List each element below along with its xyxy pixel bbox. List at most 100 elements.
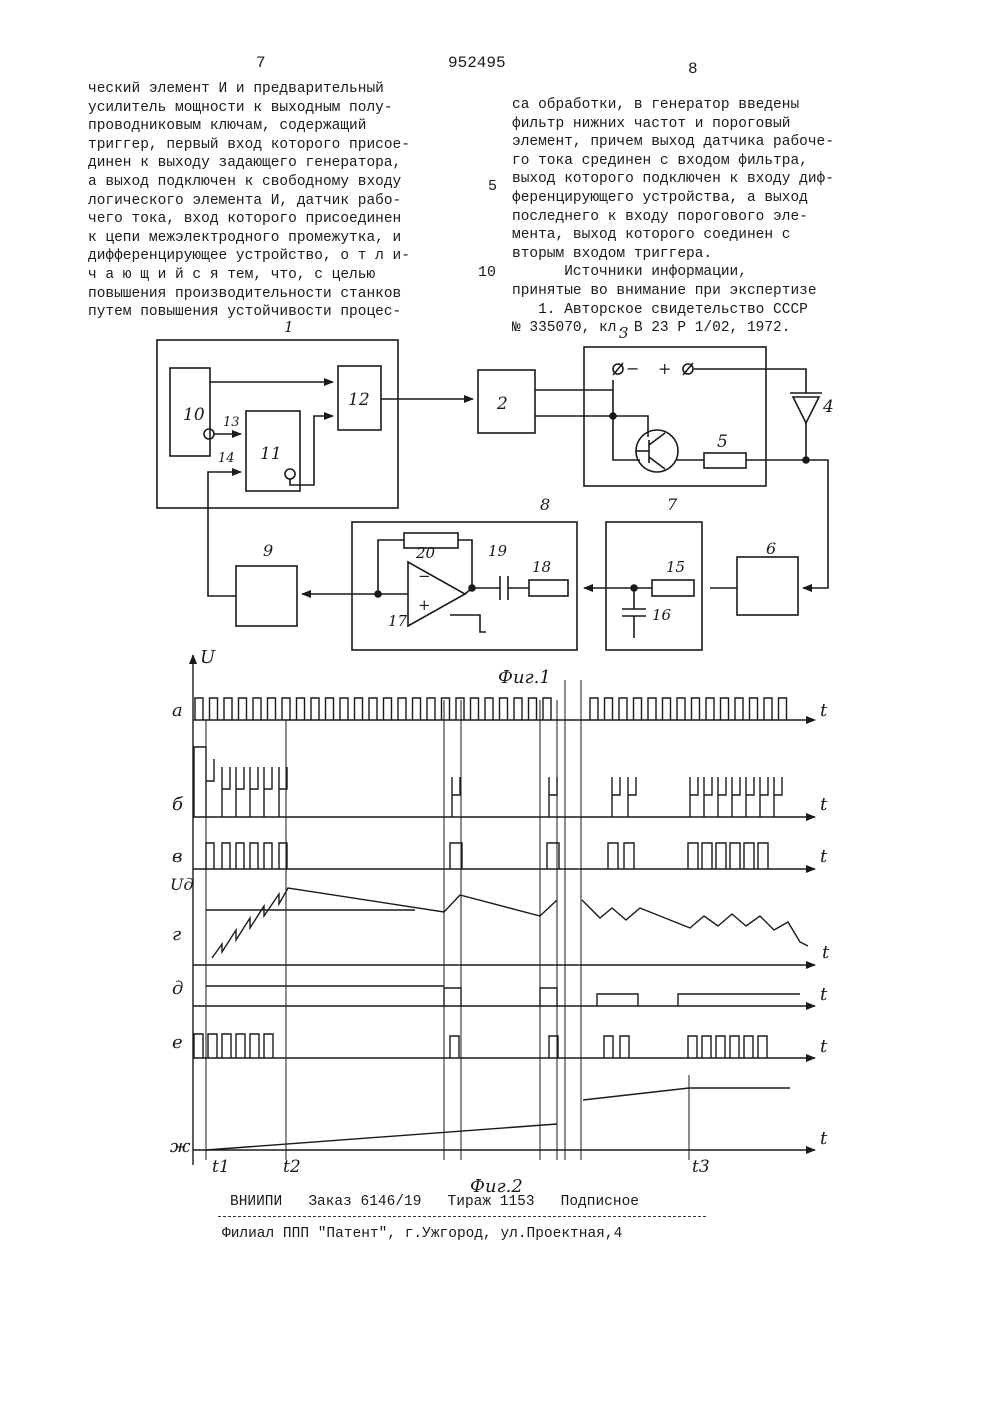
right_column-line: са обработки, в генератор введены	[512, 97, 800, 113]
footer-line-1: ВНИИПИ Заказ 6146/19 Тираж 1153 Подписно…	[230, 1194, 639, 1210]
left_column-line: путем повышения устойчивости процес-	[88, 304, 402, 321]
left_column-line: повышения производительности станков	[88, 285, 402, 302]
signal-d	[206, 985, 800, 1006]
left_column-line: а выход подключен к свободному входу	[88, 173, 402, 190]
signal-g-after	[581, 899, 809, 947]
signal-b-spikes	[193, 746, 783, 817]
label-10: 10	[183, 405, 205, 425]
opamp-17	[407, 560, 467, 628]
left-text-column: ческий элемент И и предварительный усилит…	[88, 80, 410, 322]
signal-v-pulses-2	[449, 842, 560, 869]
block-6	[736, 556, 799, 616]
t-label-e: t	[820, 1036, 828, 1057]
page-number-right: 8	[688, 60, 698, 78]
label-17: 17	[388, 612, 408, 630]
label-13: 13	[223, 415, 240, 430]
footer-divider	[218, 1216, 706, 1217]
label-4: 4	[822, 397, 834, 417]
right_column-line: 1. Авторское свидетельство СССР	[512, 301, 808, 318]
right_column-line: мента, выход которого соединен с	[512, 227, 791, 244]
label-2: 2	[496, 394, 508, 414]
right_column-line: № 335070, кл. В 23 Р 1/02, 1972.	[512, 320, 791, 337]
row-label-v: в	[172, 846, 182, 867]
fig2-caption: Фиг.2	[470, 1176, 523, 1197]
block-12	[337, 365, 382, 431]
block-2	[477, 369, 536, 434]
fig2-timing	[189, 654, 816, 1165]
left_column-line: динен к выходу задающего генератора,	[88, 155, 402, 172]
line-number-5: 5	[488, 178, 498, 195]
right_column-line: последнего к входу порогового эле-	[512, 208, 808, 225]
label-15: 15	[666, 558, 685, 576]
left_column-line: дифференцирующее устройство, о т л и-	[88, 248, 410, 265]
block-10	[169, 367, 211, 457]
line-number-10: 10	[478, 264, 497, 281]
fig1-circuit	[156, 339, 829, 651]
output-10-inverted	[203, 428, 215, 440]
label-19: 19	[488, 542, 508, 560]
patent-number: 952495	[448, 54, 506, 72]
label-16: 16	[652, 606, 672, 624]
right_column-line: Источники информации,	[512, 264, 747, 281]
row-label-a: а	[172, 700, 183, 721]
row-label-g: г	[172, 924, 181, 945]
left_column-line: к цепи межэлектродного промежутка, и	[88, 229, 402, 246]
right_column-line: фильтр нижних частот и пороговый	[512, 115, 791, 132]
right_column-line: выход которого подключен к входу диф-	[512, 171, 834, 188]
time-t3: t3	[692, 1157, 710, 1177]
row-label-zh: ж	[170, 1136, 191, 1157]
left_column-line: чего тока, вход которого присоединен	[88, 211, 402, 228]
t-label-a: t	[820, 700, 828, 721]
right_column-line: принятые во внимание при экспертизе	[512, 282, 817, 299]
label-opamp-minus: −	[418, 567, 431, 585]
block-8-frame	[351, 521, 578, 651]
signal-v-pulses	[205, 842, 288, 869]
right_column-line: вторым входом триггера.	[512, 245, 713, 262]
label-1: 1	[284, 318, 294, 336]
label-5: 5	[717, 432, 728, 452]
ud-label: Uд	[170, 875, 194, 894]
label-11: 11	[260, 444, 282, 464]
right_column-line: го тока срединен с входом фильтра,	[512, 152, 808, 169]
label-minus-terminal: −	[626, 359, 639, 378]
label-plus-terminal: +	[658, 359, 671, 378]
output-11-inverted	[284, 468, 296, 480]
t-label-v: t	[820, 846, 828, 867]
right_column-line: ференцирующего устройства, а выход	[512, 189, 808, 206]
signal-e-pulses-2	[449, 1035, 768, 1058]
label-14: 14	[218, 451, 235, 466]
label-20: 20	[415, 544, 436, 562]
t-label-g: t	[822, 942, 830, 963]
footer-line-2: Филиал ППП "Патент", г.Ужгород, ул.Проек…	[222, 1226, 623, 1242]
block-11	[245, 410, 301, 492]
block-9	[235, 565, 298, 627]
left_column-line: проводниковым ключам, содержащий	[88, 118, 367, 135]
right-text-column: са обработки, в генератор введены фильтр …	[512, 96, 834, 338]
signal-a-pulses	[194, 697, 788, 720]
signal-g-ramp	[211, 887, 558, 959]
block-1-frame	[156, 339, 399, 509]
left_column-line: усилитель мощности к выходным полу-	[88, 99, 393, 116]
signal-v-pulses-3	[607, 842, 769, 869]
label-6: 6	[766, 539, 776, 558]
signal-e-pulses	[193, 1033, 274, 1058]
axis-u-label: U	[200, 647, 216, 668]
label-9: 9	[263, 541, 273, 560]
row-label-b: б	[172, 794, 184, 815]
left_column-line: ч а ю щ и й с я тем, что, с целью	[88, 266, 376, 283]
left_column-line: триггер, первый вход которого присое-	[88, 136, 410, 153]
page-number-left: 7	[256, 54, 266, 72]
left_column-line: ческий элемент И и предварительный	[88, 81, 384, 97]
label-8: 8	[540, 495, 550, 514]
label-3: 3	[619, 324, 629, 342]
label-7: 7	[667, 495, 678, 514]
time-t1: t1	[212, 1157, 230, 1177]
fig1-caption: Фиг.1	[498, 667, 551, 688]
right_column-line: элемент, причем выход датчика рабоче-	[512, 134, 834, 151]
t-label-d: t	[820, 984, 828, 1005]
left_column-line: логического элемента И, датчик рабо-	[88, 192, 402, 209]
block-7-frame	[605, 521, 703, 651]
label-18: 18	[532, 558, 551, 576]
t-label-b: t	[820, 794, 828, 815]
